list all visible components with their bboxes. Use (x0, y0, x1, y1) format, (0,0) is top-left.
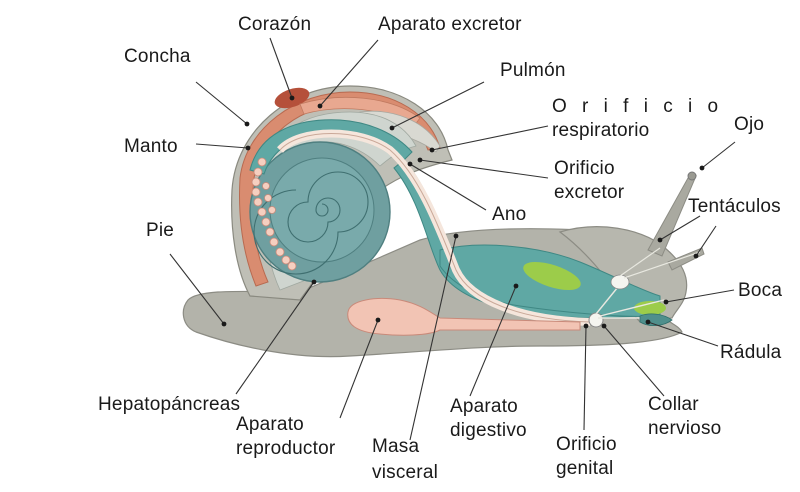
internal-organs (277, 129, 701, 336)
label-ojo: Ojo (734, 114, 764, 135)
label-boca: Boca (738, 280, 782, 301)
eye-tip (687, 171, 697, 181)
labels: Corazón Aparato excretor Concha Pulmón O… (98, 14, 782, 483)
label-aparato-digestivo-1: Aparato (450, 396, 518, 417)
label-collar-nervioso-2: nervioso (648, 418, 721, 439)
label-orificio-genital-2: genital (556, 458, 613, 479)
reproductive-gland (251, 157, 297, 271)
label-pie: Pie (146, 220, 174, 241)
label-pulmon: Pulmón (500, 60, 566, 81)
hepatopancreas-inner (269, 157, 375, 263)
salivary-gland (523, 262, 581, 290)
label-ano: Ano (492, 204, 526, 225)
label-manto: Manto (124, 136, 178, 157)
label-corazon: Corazón (238, 14, 311, 35)
tentacle-nerves (619, 247, 701, 279)
label-orificio-excretor-1: Orificio (554, 158, 615, 179)
reproductive-organ (347, 298, 581, 336)
label-orificio-respiratorio-1: O r i f i c i o (552, 96, 723, 117)
label-collar-nervioso-1: Collar (648, 394, 699, 415)
shell-spiral (253, 171, 369, 275)
label-radula: Rádula (720, 342, 782, 363)
label-concha: Concha (124, 46, 191, 67)
label-tentaculos: Tentáculos (688, 196, 781, 217)
label-aparato-reproductor-1: Aparato (236, 414, 304, 435)
cerebral-ganglion (610, 274, 630, 290)
label-orificio-excretor-2: excretor (554, 182, 625, 203)
intestine-tube-outline (279, 133, 591, 323)
green-gland-small (634, 301, 666, 315)
label-masa-visceral-1: Masa (372, 436, 419, 457)
label-aparato-reproductor-2: reproductor (236, 438, 336, 459)
label-orificio-respiratorio-2: respiratorio (552, 120, 649, 141)
label-hepatopancreas: Hepatopáncreas (98, 394, 240, 415)
shell (231, 85, 453, 301)
label-masa-visceral-2: visceral (372, 462, 438, 483)
label-aparato-digestivo-2: digestivo (450, 420, 527, 441)
leader-lines (169, 37, 736, 441)
label-aparato-excretor: Aparato excretor (378, 14, 522, 35)
excretory-organ (299, 97, 421, 127)
label-orificio-genital-1: Orificio (556, 434, 617, 455)
